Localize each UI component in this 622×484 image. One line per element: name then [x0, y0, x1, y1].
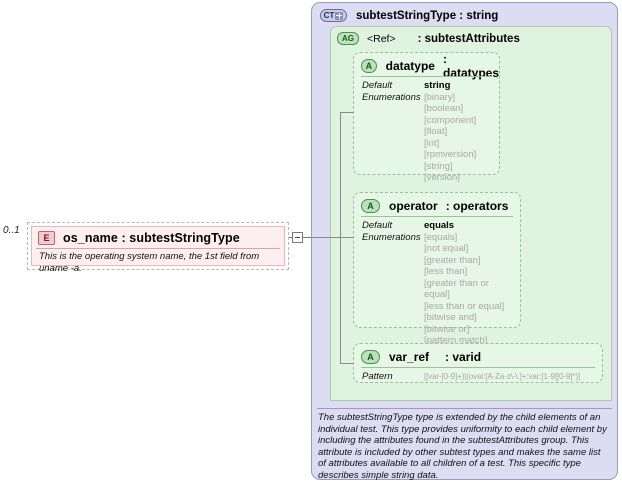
tree-branch-datatype	[340, 112, 357, 113]
enum-item: [boolean]	[424, 103, 464, 114]
label-enumerations: Enumerations	[362, 231, 421, 243]
attribute-group-badge-icon: AG	[337, 32, 359, 45]
enum-item: [less than]	[424, 266, 468, 277]
complex-type-title: subtestStringType : string	[356, 9, 499, 22]
enum-item: [greater than or equal]	[424, 277, 489, 301]
element-separator	[36, 248, 280, 249]
attribute-operator-labels: Default Enumerations	[362, 220, 424, 347]
attribute-var-ref-values: [[var-[0-9]+)|(oval:[A-Za-z\-\.]+:var:[1…	[424, 371, 596, 383]
element-documentation: This is the operating system name, the 1…	[39, 251, 260, 274]
default-value: equals	[424, 220, 455, 231]
attribute-group-ref: <Ref>	[367, 32, 396, 45]
attribute-group-header: AG <Ref> : subtestAttributes	[337, 32, 520, 45]
pattern-value: [[var-[0-9]+)|(oval:[A-Za-z\-\.]+:var:[1…	[424, 372, 581, 381]
attribute-operator-type: : operators	[445, 199, 509, 213]
footer-separator	[317, 408, 612, 409]
attribute-datatype-separator	[361, 76, 492, 77]
plus-icon[interactable]	[335, 11, 344, 20]
attribute-operator-values: equals [equals] [not equal] [greater tha…	[424, 220, 514, 347]
element-title: os_name : subtestStringType	[63, 230, 240, 245]
complex-type-header: CT subtestStringType : string	[320, 9, 498, 22]
enum-item: [greater than]	[424, 254, 481, 266]
collapse-toggle-icon[interactable]	[292, 232, 303, 243]
tree-branch-varref	[340, 363, 357, 364]
enum-item: [rpmversion]	[424, 149, 477, 160]
enum-item: [less than or equal]	[424, 300, 505, 312]
element-os-name[interactable]: E os_name : subtestStringType This is th…	[27, 222, 289, 274]
enum-item: [bitwise or]	[424, 323, 470, 335]
enum-item: [not equal]	[424, 243, 469, 254]
attribute-var-ref-type: : varid	[445, 350, 482, 364]
enum-item: [bitwise and]	[424, 312, 477, 323]
attribute-datatype-name: datatype	[385, 59, 435, 73]
attribute-operator-separator	[361, 216, 513, 217]
attribute-group-type: : subtestAttributes	[417, 32, 520, 45]
complex-type-badge-label: CT	[323, 11, 335, 20]
default-value: string	[424, 80, 451, 91]
attribute-operator-name: operator	[389, 199, 438, 213]
attribute-var-ref-body: Pattern [[var-[0-9]+)|(oval:[A-Za-z\-\.]…	[362, 371, 596, 383]
element-inner-box: E os_name : subtestStringType This is th…	[31, 226, 285, 274]
cardinality-label: 0..1	[3, 225, 20, 236]
attribute-operator-header: A operator : operators	[354, 197, 520, 215]
tree-inlet-line	[311, 237, 340, 238]
attribute-var-ref-name: var_ref	[389, 350, 430, 364]
enum-item: [float]	[424, 126, 448, 137]
attribute-badge-icon: A	[361, 350, 380, 364]
attribute-badge-icon: A	[361, 59, 377, 73]
attribute-operator-body: Default Enumerations equals [equals] [no…	[362, 220, 514, 347]
attribute-var-ref-separator	[361, 367, 595, 368]
enum-item: [component]	[424, 114, 477, 126]
attribute-badge-icon: A	[361, 199, 380, 213]
element-header: E os_name : subtestStringType	[32, 227, 284, 248]
attribute-datatype-labels: Default Enumerations	[362, 80, 424, 184]
attribute-var-ref[interactable]: A var_ref : varid Pattern [[var-[0-9]+)|…	[353, 343, 603, 383]
label-enumerations: Enumerations	[362, 91, 421, 103]
attribute-datatype-body: Default Enumerations string [binary] [bo…	[362, 80, 493, 184]
enum-item: [binary]	[424, 91, 456, 103]
attribute-datatype-header: A datatype : datatypes	[354, 52, 499, 80]
element-badge-icon: E	[38, 230, 55, 245]
label-pattern: Pattern	[362, 371, 393, 382]
attribute-var-ref-labels: Pattern	[362, 371, 424, 383]
tree-branch-operator	[340, 237, 357, 238]
enum-item: [string]	[424, 160, 453, 172]
complex-type-badge-icon: CT	[320, 9, 347, 22]
attribute-datatype-values: string [binary] [boolean] [component] [f…	[424, 80, 493, 184]
enum-item: [version]	[424, 172, 460, 183]
label-default: Default	[362, 80, 393, 91]
enum-item: [equals]	[424, 231, 458, 243]
attribute-var-ref-header: A var_ref : varid	[354, 348, 602, 366]
attribute-operator[interactable]: A operator : operators Default Enumerati…	[353, 192, 521, 346]
enum-item: [int]	[424, 137, 440, 149]
attribute-datatype[interactable]: A datatype : datatypes Default Enumerati…	[353, 52, 500, 183]
label-default: Default	[362, 220, 393, 231]
type-documentation: The subtestStringType type is extended b…	[318, 412, 607, 481]
enum-item: [pattern match]	[424, 335, 488, 346]
